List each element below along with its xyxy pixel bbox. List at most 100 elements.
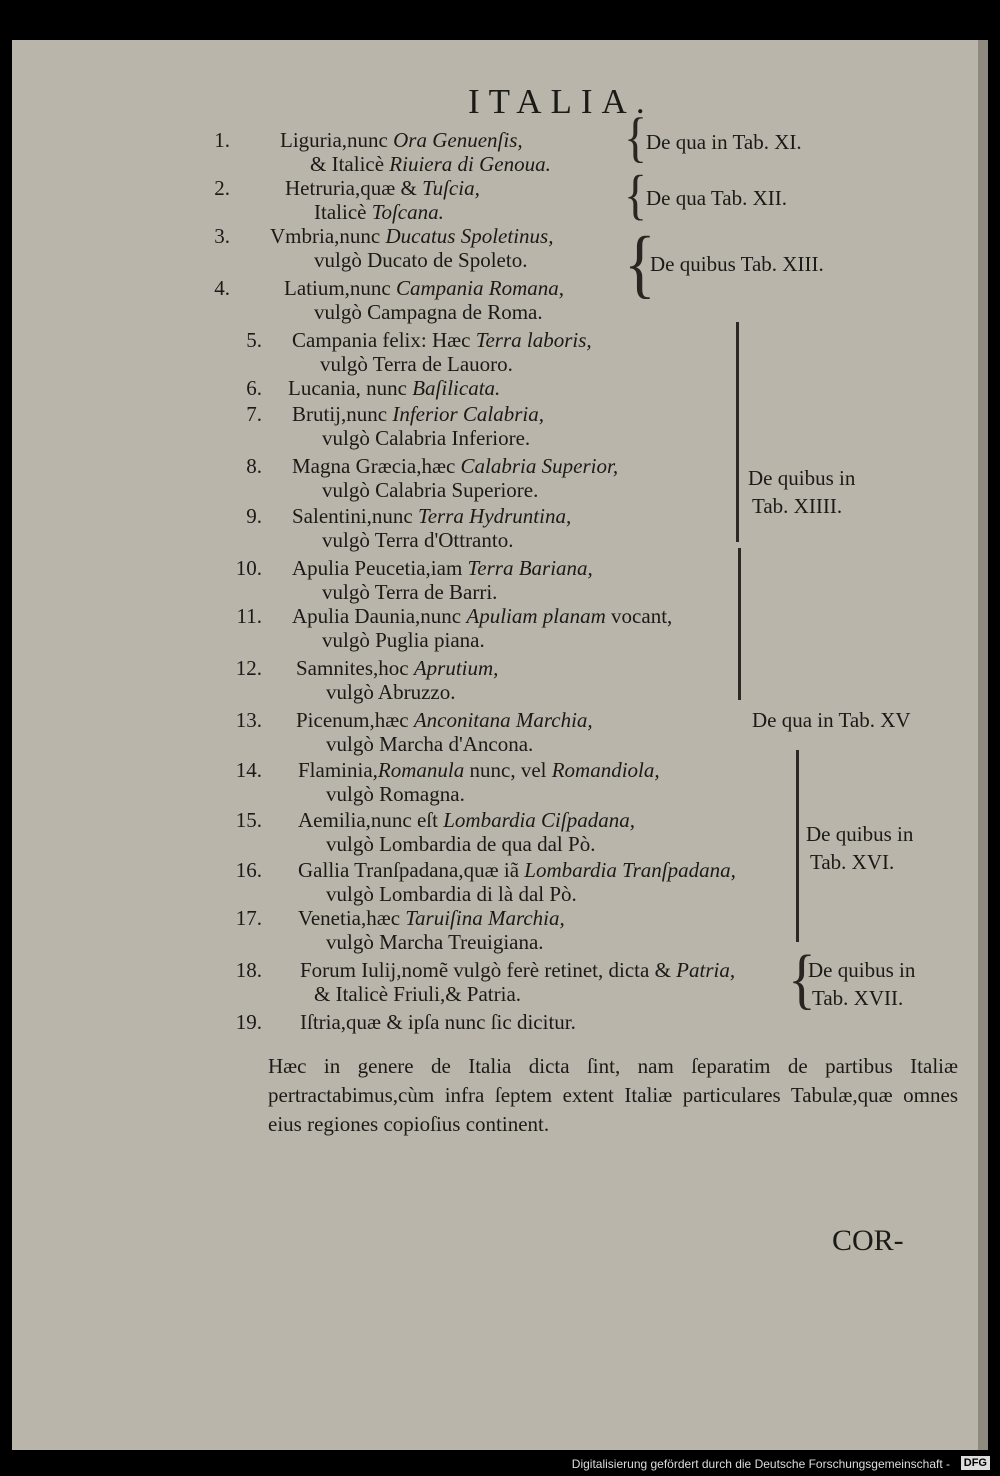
closing-paragraph: Hæc in genere de Italia dicta ſint, nam …: [268, 1054, 958, 1136]
entry-line-1: Apulia Peucetia,iam Terra Bariana,: [292, 556, 593, 581]
entry-italic: Anconitana Marchia,: [413, 708, 593, 732]
entry-number: 7.: [246, 402, 262, 426]
entry-line-1: Flaminia,Romanula nunc, vel Romandiola,: [298, 758, 660, 783]
entry-line-2: vulgò Campagna de Roma.: [314, 300, 543, 325]
bracket-line-5: [738, 548, 741, 700]
entry-number: 18.: [235, 958, 262, 982]
entry-line-1: Liguria,nunc Ora Genuenſis,: [280, 128, 523, 153]
entry-line-2: & Italicè Riuiera di Genoua.: [310, 152, 551, 177]
entry-vernacular: & Italicè: [310, 152, 390, 176]
entry-vernacular: vulgò Romagna.: [326, 782, 465, 806]
entry-text: Salentini,nunc: [292, 504, 418, 528]
brace-3: {: [624, 222, 656, 307]
entry-italic: Patria,: [676, 958, 736, 982]
entry-line-2: vulgò Abruzzo.: [326, 680, 455, 705]
entry-italic: Campania Romana,: [395, 276, 564, 300]
bracket-note-7a: De quibus in: [808, 958, 916, 982]
entry-line-1: Salentini,nunc Terra Hydruntina,: [292, 504, 571, 529]
entry-line-1: Iſtria,quæ & ipſa nunc ſic dicitur.: [300, 1010, 576, 1035]
entry-text: Venetia,hæc: [298, 906, 406, 930]
brace-1: {: [624, 106, 648, 168]
entry-vernacular: vulgò Terra d'Ottranto.: [322, 528, 514, 552]
entry-italic: Tuſcia,: [422, 176, 480, 200]
entry-text: Magna Græcia,hæc: [292, 454, 461, 478]
entry-vernacular: vulgò Lombardia di là dal Pò.: [326, 882, 577, 906]
entry-line-2: vulgò Calabria Inferiore.: [322, 426, 530, 451]
entry-line-2: vulgò Marcha Treuigiana.: [326, 930, 544, 955]
entry-line-1: Vmbria,nunc Ducatus Spoletinus,: [270, 224, 553, 249]
entry-vernacular-italic: Riuiera di Genoua.: [389, 152, 551, 176]
entry-number: 3.: [214, 224, 230, 248]
entry-line-1: Brutij,nunc Inferior Calabria,: [292, 402, 544, 427]
entry-vernacular: vulgò Calabria Inferiore.: [322, 426, 531, 450]
entry-line-1: Gallia Tranſpadana,quæ iã Lombardia Tran…: [298, 858, 736, 883]
entry-vernacular: vulgò Ducato de Spoleto.: [314, 248, 528, 272]
entry-number: 12.: [235, 656, 262, 680]
entry-vernacular: vulgò Abruzzo.: [326, 680, 456, 704]
entry-italic: Calabria Superior,: [460, 454, 619, 478]
bracket-line-4: [736, 322, 739, 542]
entry-line-2: vulgò Terra de Lauoro.: [320, 352, 513, 377]
entry-number: 8.: [246, 454, 262, 478]
running-head: ITALIA.: [468, 82, 654, 121]
entry-number: 15.: [235, 808, 262, 832]
page-edge: [978, 40, 988, 1450]
entry-number: 14.: [235, 758, 262, 782]
entry-line-2: vulgò Puglia piana.: [322, 628, 485, 653]
entry-line-2: vulgò Romagna.: [326, 782, 465, 807]
entry-line-2: & Italicè Friuli,& Patria.: [314, 982, 521, 1007]
entry-text: Flaminia,: [298, 758, 378, 782]
entry-vernacular: vulgò Marcha Treuigiana.: [326, 930, 544, 954]
entry-line-2: vulgò Terra d'Ottranto.: [322, 528, 513, 553]
brace-2: {: [624, 164, 648, 226]
entry-italic: Baſilicata.: [412, 376, 501, 400]
entry-number: 10.: [235, 556, 262, 580]
entry-line-1: Magna Græcia,hæc Calabria Superior,: [292, 454, 618, 479]
entry-italic: Aprutium,: [413, 656, 499, 680]
entry-line-2: vulgò Lombardia de qua dal Pò.: [326, 832, 595, 857]
entry-vernacular: vulgò Campagna de Roma.: [314, 300, 543, 324]
entry-italic: Taruiſina Marchia,: [405, 906, 565, 930]
entry-line-1: Venetia,hæc Taruiſina Marchia,: [298, 906, 565, 931]
entry-italic-cont: Romandiola,: [551, 758, 660, 782]
entry-text: Apulia Daunia,nunc: [292, 604, 467, 628]
entry-number: 13.: [235, 708, 262, 732]
entry-number: 1.: [214, 128, 230, 152]
bracket-note-2: De qua Tab. XII.: [646, 186, 788, 210]
footer-bar: Digitalisierung gefördert durch die Deut…: [0, 1454, 1000, 1476]
entry-vernacular: vulgò Terra de Barri.: [322, 580, 498, 604]
bracket-note-3: De quibus Tab. XIII.: [650, 252, 824, 276]
entry-vernacular: vulgò Calabria Superiore.: [322, 478, 539, 502]
entry-number: 4.: [214, 276, 230, 300]
entry-text: Aemilia,nunc eſt: [298, 808, 444, 832]
entry-italic: Terra laboris,: [475, 328, 592, 352]
footer-credit: Digitalisierung gefördert durch die Deut…: [571, 1457, 950, 1471]
entry-text: Lucania, nunc: [288, 376, 413, 400]
bracket-note-6a: De quibus in: [806, 822, 914, 846]
entry-italic: Inferior Calabria,: [392, 402, 545, 426]
entry-line-1: Apulia Daunia,nunc Apuliam planam vocant…: [292, 604, 672, 629]
catchword: COR-: [832, 1224, 904, 1257]
entry-italic: Lombardia Ciſpadana,: [443, 808, 635, 832]
entry-line-1: Samnites,hoc Aprutium,: [296, 656, 498, 681]
entry-text: Apulia Peucetia,iam: [292, 556, 468, 580]
entry-italic: Terra Bariana,: [467, 556, 593, 580]
entry-line-1: Hetruria,quæ & Tuſcia,: [285, 176, 480, 201]
entry-text: Liguria,nunc: [280, 128, 394, 152]
bracket-note-5: De qua in Tab. XV: [752, 708, 911, 732]
entry-italic: Terra Hydruntina,: [417, 504, 572, 528]
entry-italic: Ducatus Spoletinus,: [385, 224, 554, 248]
entry-line-1: Aemilia,nunc eſt Lombardia Ciſpadana,: [298, 808, 635, 833]
entry-number: 17.: [235, 906, 262, 930]
entry-line-1: Latium,nunc Campania Romana,: [284, 276, 564, 301]
entry-number: 16.: [235, 858, 262, 882]
entry-text: Iſtria,quæ & ipſa nunc ſic dicitur.: [300, 1010, 576, 1034]
entry-line-1: Picenum,hæc Anconitana Marchia,: [296, 708, 593, 733]
bracket-note-1: De qua in Tab. XI.: [646, 130, 802, 154]
entry-italic: Romanula: [377, 758, 465, 782]
entry-line-2: vulgò Marcha d'Ancona.: [326, 732, 533, 757]
entry-text: Vmbria,nunc: [270, 224, 386, 248]
bracket-note-6b: Tab. XVI.: [810, 850, 895, 874]
entry-text: Brutij,nunc: [292, 402, 393, 426]
dfg-logo: DFG: [960, 1456, 990, 1470]
